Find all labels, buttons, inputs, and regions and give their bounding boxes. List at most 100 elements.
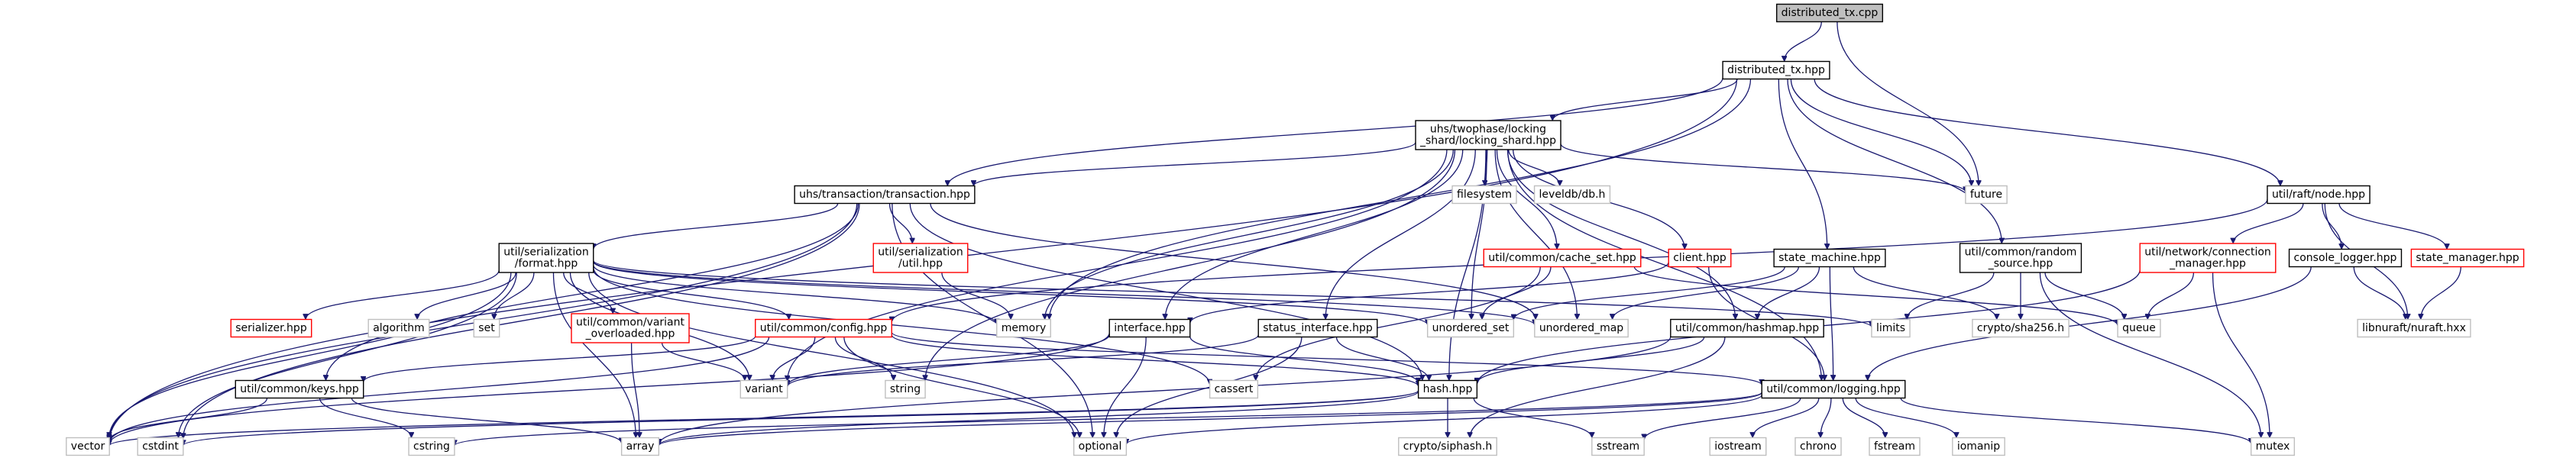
node-label: filesystem	[1457, 189, 1512, 201]
node-hash-hpp[interactable]: hash.hpp	[1417, 379, 1478, 399]
node-box	[1761, 379, 1906, 399]
node-config-hpp[interactable]: util/common/config.hpp	[755, 318, 892, 338]
edge-logging-hpp-to-fstream	[1842, 398, 1885, 438]
edge-serialization-format-to-set	[494, 272, 535, 320]
node-label: optional	[1079, 440, 1122, 453]
node-label: _manager.hpp	[2169, 258, 2246, 270]
node-random-source[interactable]: util/common/random_source.hpp	[1959, 243, 2082, 273]
edge-locking-shard-hpp-to-cache-set	[1496, 149, 1557, 250]
node-box	[2267, 185, 2371, 205]
node-box	[1871, 318, 1911, 338]
node-interface-hpp[interactable]: interface.hpp	[1108, 318, 1191, 338]
node-label: memory	[1002, 322, 1047, 334]
node-box	[1869, 437, 1921, 456]
node-box	[1073, 437, 1128, 456]
node-label: string	[890, 383, 921, 395]
node-box	[66, 437, 110, 456]
node-box	[2357, 318, 2471, 338]
edge-interface-hpp-to-variant	[788, 334, 1110, 385]
node-label: util/common/config.hpp	[760, 322, 888, 334]
node-label: cstring	[413, 440, 450, 453]
node-label: _shard/locking_shard.hpp	[1419, 135, 1556, 147]
node-box	[755, 318, 892, 338]
node-label: status_interface.hpp	[1263, 322, 1373, 334]
edge-locking-shard-hpp-to-unordered-map	[1494, 149, 1577, 320]
edge-serialization-format-to-unordered-set	[593, 261, 1428, 325]
node-vector: vector	[66, 437, 110, 456]
node-label: util/common/variant	[576, 317, 685, 329]
node-transaction-hpp[interactable]: uhs/transaction/transaction.hpp	[794, 185, 976, 205]
node-box	[2139, 243, 2277, 273]
edge-config-hpp-to-hash-hpp	[891, 334, 1418, 387]
edge-transaction-hpp-to-optional	[892, 203, 1092, 438]
edge-distributed-tx-hpp-to-raft-node-hpp	[1814, 79, 2280, 186]
edge-state-manager-to-nuraft	[2421, 266, 2461, 320]
node-serializer[interactable]: serializer.hpp	[230, 318, 312, 338]
edge-config-hpp-to-keys-hpp	[364, 336, 756, 382]
node-logging-hpp[interactable]: util/common/logging.hpp	[1761, 379, 1906, 399]
edge-transaction-hpp-to-cstdint	[183, 203, 860, 439]
edge-raft-node-hpp-to-console-logger	[2322, 203, 2341, 250]
node-box	[1773, 248, 1886, 268]
edge-serialization-format-to-algorithm	[417, 272, 516, 320]
node-label: util/common/cache_set.hpp	[1488, 252, 1636, 264]
node-label: vector	[71, 440, 105, 453]
node-box	[1591, 437, 1645, 456]
node-box	[498, 243, 594, 273]
edge-serialization-format-to-unordered-map	[593, 260, 1535, 325]
node-serialization-format[interactable]: util/serialization/format.hpp	[498, 243, 594, 273]
node-label: variant	[745, 383, 783, 395]
node-status-interface[interactable]: status_interface.hpp	[1257, 318, 1378, 338]
node-box	[885, 379, 926, 399]
edge-hash-hpp-to-sstream	[1473, 398, 1592, 438]
node-cache-set[interactable]: util/common/cache_set.hpp	[1483, 248, 1642, 268]
node-filesystem: filesystem	[1451, 185, 1517, 205]
node-keys-hpp[interactable]: util/common/keys.hpp	[235, 379, 364, 399]
edge-distributed-tx-hpp-to-random-source	[1787, 79, 2002, 244]
node-hashmap-hpp[interactable]: util/common/hashmap.hpp	[1670, 318, 1824, 338]
node-connection-manager[interactable]: util/network/connection_manager.hpp	[2139, 243, 2277, 273]
edge-locking-shard-hpp-to-hashmap-hpp	[1506, 149, 1735, 320]
node-label: util/common/random	[1965, 247, 2077, 259]
node-label: distributed_tx.hpp	[1727, 64, 1825, 76]
node-chrono: chrono	[1794, 437, 1842, 456]
node-variant-overloaded[interactable]: util/common/variant_overloaded.hpp	[571, 313, 690, 343]
edge-raft-node-hpp-to-state-manager	[2338, 203, 2447, 250]
node-box	[1972, 318, 2070, 338]
node-label: uhs/twophase/locking	[1430, 124, 1546, 136]
edge-connection-manager-to-mutex	[2212, 272, 2270, 438]
node-cstdint: cstdint	[137, 437, 184, 456]
node-distributed-tx-cpp: distributed_tx.cpp	[1775, 3, 1884, 23]
node-label: leveldb/db.h	[1539, 189, 1606, 201]
node-label: sstream	[1597, 440, 1639, 453]
node-serialization-util[interactable]: util/serialization/util.hpp	[872, 243, 969, 273]
node-label: array	[626, 440, 655, 453]
node-box	[1483, 248, 1642, 268]
edge-serialization-format-to-array	[552, 272, 636, 438]
node-raft-node-hpp[interactable]: util/raft/node.hpp	[2267, 185, 2371, 205]
node-state-manager[interactable]: state_manager.hpp	[2410, 248, 2525, 268]
edge-logging-hpp-to-array	[659, 392, 1762, 446]
edge-serialization-format-to-memory	[593, 264, 997, 324]
edge-serialization-util-to-memory	[941, 272, 1011, 320]
node-locking-shard-hpp[interactable]: uhs/twophase/locking_shard/locking_shard…	[1415, 120, 1561, 150]
edge-config-hpp-to-optional	[843, 337, 1079, 438]
node-label: console_logger.hpp	[2294, 252, 2397, 264]
node-box	[1209, 379, 1259, 399]
node-label: /util.hpp	[898, 258, 943, 270]
node-label: cstdint	[142, 440, 179, 453]
edge-locking-shard-hpp-to-status-interface	[1325, 149, 1476, 320]
node-client-hpp[interactable]: client.hpp	[1668, 248, 1732, 268]
edge-raft-node-hpp-to-connection-manager	[2233, 203, 2304, 244]
node-console-logger[interactable]: console_logger.hpp	[2288, 248, 2403, 268]
node-label: util/common/hashmap.hpp	[1675, 322, 1819, 334]
edge-locking-shard-hpp-to-unordered-set	[1471, 149, 1487, 320]
node-box	[1709, 437, 1767, 456]
edge-hashmap-hpp-to-array	[659, 336, 1671, 445]
node-distributed-tx-hpp[interactable]: distributed_tx.hpp	[1722, 60, 1830, 80]
node-state-machine[interactable]: state_machine.hpp	[1773, 248, 1886, 268]
edge-serialization-format-to-serializer	[306, 269, 500, 320]
node-label: unordered_set	[1432, 322, 1510, 334]
node-cstring: cstring	[408, 437, 455, 456]
